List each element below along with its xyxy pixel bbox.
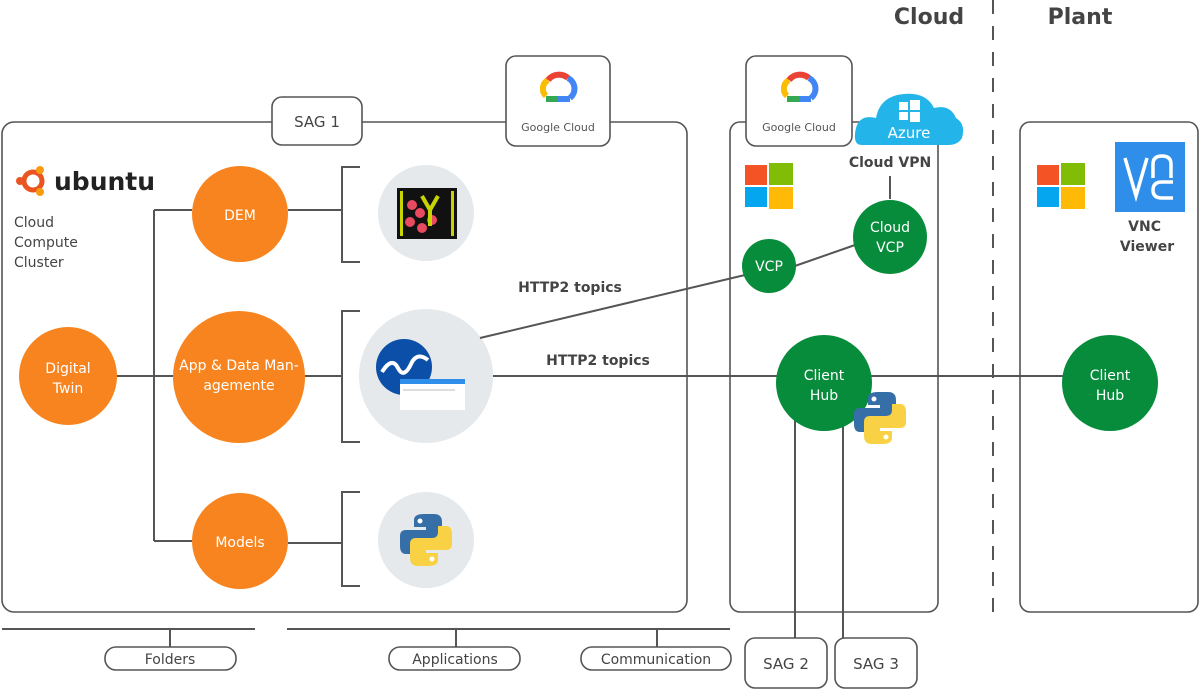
cloud-vpn-label: Cloud VPN <box>849 155 931 171</box>
node-dem[interactable]: DEM <box>192 166 288 262</box>
sag3-tag <box>834 637 918 689</box>
svg-text:App & Data Man-agemente: App & Data Man-agemente <box>179 358 299 394</box>
http2-link-upper <box>479 274 746 339</box>
sag2-label: SAG 2 <box>763 655 809 673</box>
legend-communication-label: Communication <box>601 652 711 668</box>
node-models[interactable]: Models <box>192 493 288 589</box>
svg-text:VCP: VCP <box>755 259 783 275</box>
python-app-icon <box>378 492 474 588</box>
legend-applications <box>388 646 521 671</box>
vcp-link <box>791 244 856 268</box>
google-cloud-icon <box>780 71 819 102</box>
windows-icon <box>899 100 920 122</box>
zone-title-plant: Plant <box>1048 5 1113 30</box>
node-app-data-management[interactable]: App & Data Man-agemente <box>173 311 305 443</box>
google-cloud-label-2: Google Cloud <box>762 121 836 134</box>
legend-communication <box>580 646 732 671</box>
sag1-tag <box>271 96 363 146</box>
node-vcp[interactable]: VCP <box>742 239 796 293</box>
ubuntu-icon <box>16 166 45 196</box>
python-icon <box>400 514 452 566</box>
azure-cloud: Azure <box>854 93 964 145</box>
google-cloud-tile-1: Google Cloud <box>505 55 611 147</box>
legend-folders-label: Folders <box>145 652 196 668</box>
app-management-icon <box>359 309 493 443</box>
legend-applications-label: Applications <box>412 652 498 668</box>
bracket <box>341 310 360 443</box>
http2-label-lower: HTTP2 topics <box>546 353 650 369</box>
sag3-label: SAG 3 <box>853 655 899 673</box>
sag1-label: SAG 1 <box>294 113 340 131</box>
google-cloud-label-1: Google Cloud <box>521 121 595 134</box>
ubuntu-logo: ubuntu <box>16 166 155 196</box>
google-cloud-icon <box>539 71 578 102</box>
vnc-viewer-label: VNC Viewer <box>1120 219 1174 255</box>
python-icon <box>854 392 906 444</box>
svg-text:DEM: DEM <box>224 208 256 224</box>
cluster-label: Cloud Compute Cluster <box>14 215 82 271</box>
bracket <box>341 166 360 263</box>
windows-icon <box>745 163 793 209</box>
windows-icon <box>1037 163 1085 209</box>
http2-label-upper: HTTP2 topics <box>518 280 622 296</box>
legend-folders <box>104 646 237 671</box>
google-cloud-tile-2: Google Cloud <box>745 55 853 147</box>
vnc-viewer-icon <box>1115 142 1185 212</box>
bracket <box>341 491 360 587</box>
zone-title-cloud: Cloud <box>894 5 964 30</box>
svg-text:Models: Models <box>215 535 264 551</box>
sag2-tag <box>744 637 828 689</box>
azure-label: Azure <box>888 124 931 142</box>
ubuntu-wordmark: ubuntu <box>54 167 155 196</box>
azure-cloud-icon <box>854 93 964 145</box>
dem-app-icon <box>378 165 474 261</box>
